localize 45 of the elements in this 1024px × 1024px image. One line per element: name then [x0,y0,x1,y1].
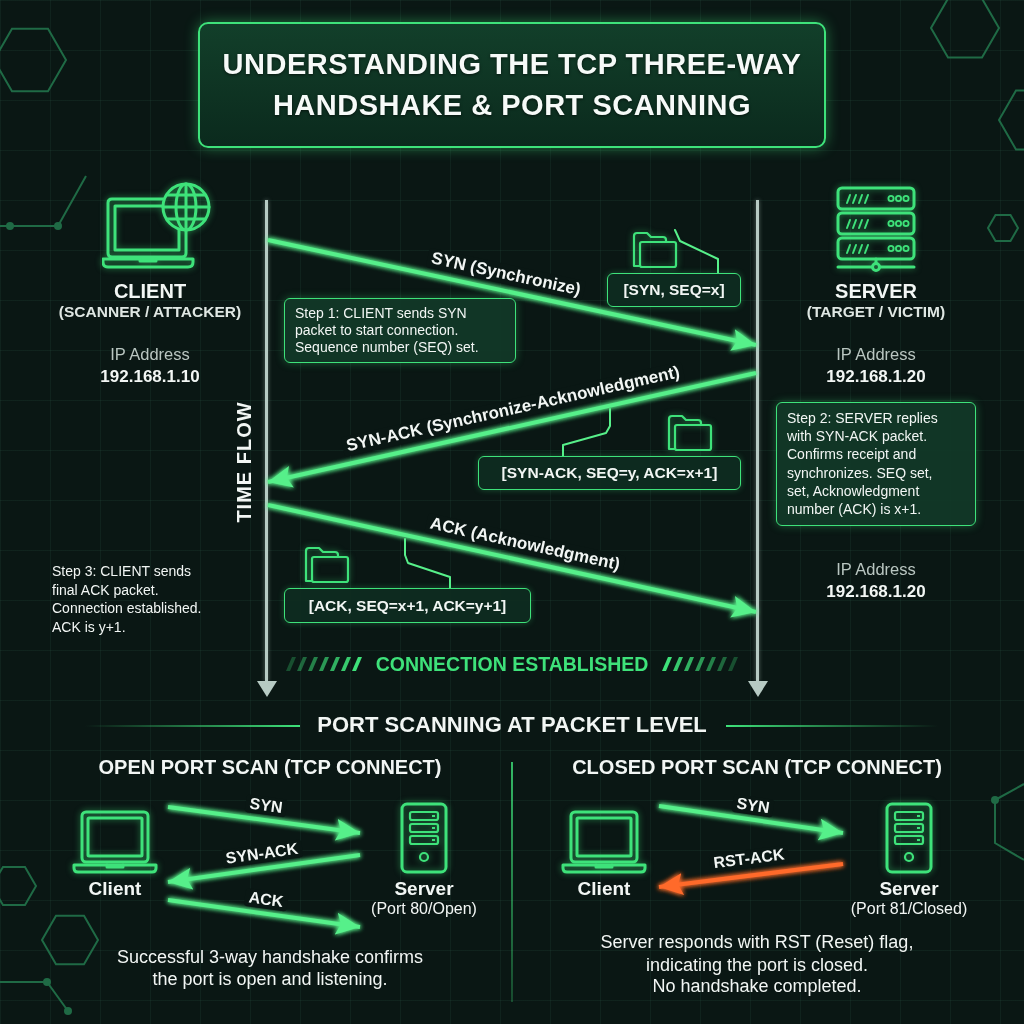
packet-tag [607,273,741,307]
actor-name: Server [879,878,939,900]
ip-address-caption: IP Address [836,560,916,580]
step-note-text: Step 2: SERVER replies with SYN-ACK packet. Confirms receipt and synchronizes. SEQ set, set, Acknowledgment number (ACK) is x+1. [787,409,939,519]
arrow [167,853,361,890]
packet-fields-text: [ACK, SEQ=x+1, ACK=y+1] [308,596,507,615]
port-status-text: (Port 81/Closed) [850,899,968,919]
actor-name: Server [394,878,454,900]
ip-address-value: 192.168.1.20 [826,367,926,388]
step-note-text: Step 1: CLIENT sends SYN packet to start connection. Sequence number (SEQ) set. [295,305,480,357]
arrow [167,898,361,935]
actor-title: CLIENT [113,279,187,303]
leader-line [562,408,611,457]
ip-address-value: 192.168.1.10 [100,367,200,388]
arrow [658,804,844,841]
ip-address-value: 192.168.1.20 [826,582,926,603]
arrow [267,371,757,488]
ip-address-caption: IP Address [110,345,190,365]
packet-fields-text: [SYN-ACK, SEQ=y, ACK=x+1] [501,464,718,482]
time-axis-label: TIME FLOW [232,401,256,523]
connection-status-text: CONNECTION ESTABLISHED [375,653,649,677]
edge-label: SYN [731,793,775,818]
actor-name: Client [88,878,142,900]
step-note-panel [776,402,976,527]
packet-tag [478,456,741,490]
section-heading: PORT SCANNING AT PACKET LEVEL [317,712,707,739]
ip-address-caption: IP Address [836,345,916,365]
actor-title: SERVER [835,279,917,303]
subsection-heading: OPEN PORT SCAN (TCP CONNECT) [98,755,442,779]
actor-role-text: (SCANNER / ATTACKER) [58,303,242,322]
description-text: No handshake completed. [652,976,862,998]
step-note-panel [284,298,516,364]
packet-fields-text: [SYN, SEQ=x] [623,281,725,299]
leader-line [674,229,719,274]
description-text: Server responds with RST (Reset) flag, indicating the port is closed. [599,931,915,976]
description-text: Successful 3-way handshake confirms the port is open and listening. [115,947,425,991]
arrow [267,238,757,351]
port-status-text: (Port 80/Open) [371,899,477,919]
step-note-text: Step 3: CLIENT sends final ACK packet. Connection established. ACK is y+1. [52,562,203,637]
actor-role-text: (TARGET / VICTIM) [806,303,946,322]
leader-line [404,538,451,589]
subsection-heading: CLOSED PORT SCAN (TCP CONNECT) [572,755,942,779]
actor-name: Client [577,878,631,900]
title-text: UNDERSTANDING THE TCP THREE-WAY HANDSHAKE & PORT SCANNING [221,46,803,123]
packet-tag [284,588,531,623]
